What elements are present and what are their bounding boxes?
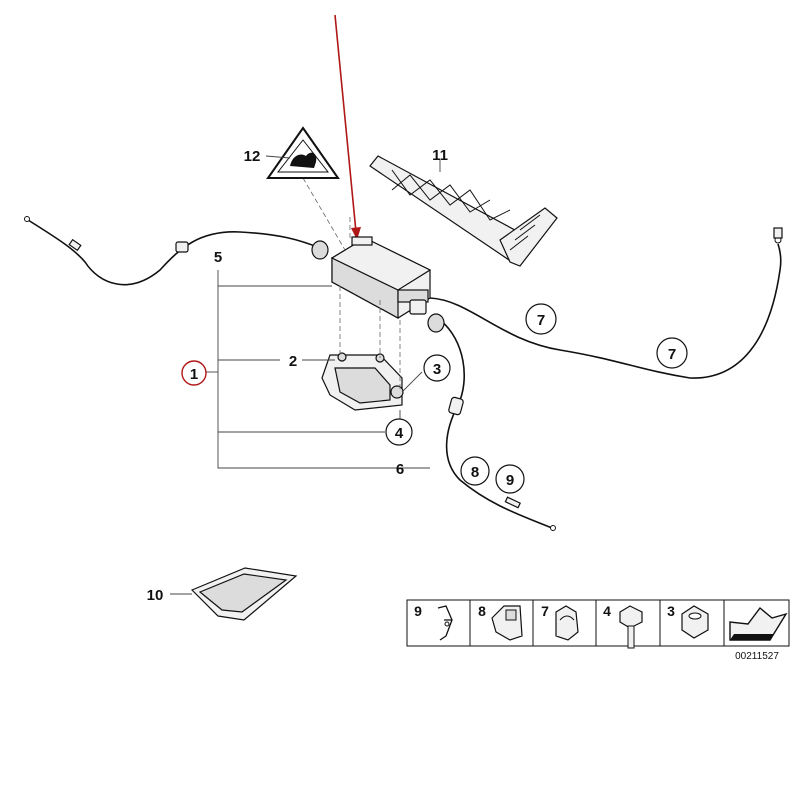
legend-item-9: 9 — [414, 603, 422, 619]
group-bracket — [170, 155, 441, 595]
cable-left — [24, 216, 329, 286]
label-1: 1 — [190, 366, 198, 383]
handle-part — [369, 155, 558, 267]
label-10: 10 — [147, 587, 164, 604]
warning-label-part — [266, 126, 340, 179]
packet-part — [190, 567, 298, 621]
label-6: 6 — [396, 461, 404, 478]
cable-lower — [427, 313, 556, 531]
label-5: 5 — [214, 249, 222, 266]
legend-item-7: 7 — [541, 603, 549, 619]
label-2: 2 — [289, 353, 297, 370]
actuator-unit — [330, 236, 432, 320]
diagram-number: 00211527 — [735, 651, 779, 662]
holder-part-icon — [491, 605, 523, 641]
label-12: 12 — [244, 148, 261, 165]
bracket-part — [321, 352, 404, 411]
label-7a: 7 — [537, 312, 545, 329]
assembly-lines — [302, 177, 401, 392]
label-9: 9 — [506, 472, 514, 489]
clip-part-icon — [437, 605, 453, 641]
label-8: 8 — [471, 464, 479, 481]
legend-item-4: 4 — [603, 603, 611, 619]
label-11: 11 — [432, 147, 448, 164]
cable-clip-icon — [555, 605, 579, 641]
label-3: 3 — [433, 361, 441, 378]
bolt-icon — [619, 605, 643, 649]
nut-icon — [681, 605, 709, 639]
legend-item-3: 3 — [667, 603, 675, 619]
label-4: 4 — [395, 425, 404, 442]
cable-right — [429, 227, 783, 379]
highlight-arrow — [334, 14, 361, 240]
legend-table: 9 8 7 4 3 — [406, 599, 790, 649]
arrow-icon — [729, 606, 788, 641]
label-7b: 7 — [668, 346, 676, 363]
legend-item-8: 8 — [478, 603, 486, 619]
